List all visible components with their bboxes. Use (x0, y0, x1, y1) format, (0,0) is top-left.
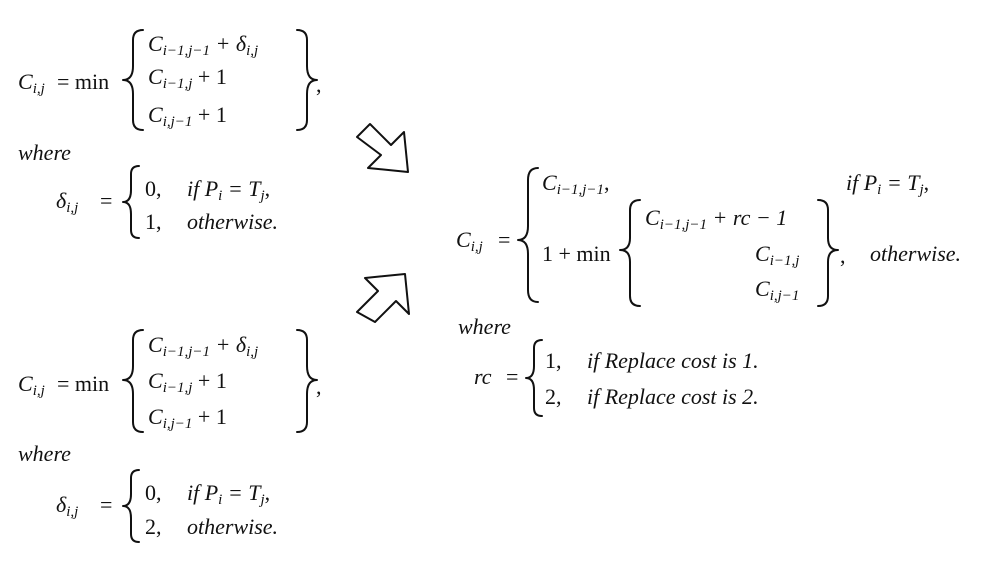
tl-trailing-comma: , (316, 72, 322, 97)
hollow-arrow-down-right-icon (356, 123, 409, 173)
bl-case-2: Ci−1,j + 1 (148, 368, 227, 397)
bl-delta-eq: = (100, 492, 113, 517)
right-case-2-cond: otherwise. (870, 241, 962, 266)
tl-delta-val-1: 0, (145, 176, 162, 201)
tl-delta-cond-2: otherwise. (187, 209, 279, 234)
right-min-left-brace (619, 199, 641, 307)
tl-delta-lhs: δi,j (56, 188, 79, 217)
right-case-1-cond: if Pi = Tj, (846, 170, 930, 199)
bl-trailing-comma: , (316, 374, 322, 399)
bl-min-left-brace (122, 329, 144, 433)
bl-delta-cond-1: if Pi = Tj, (187, 480, 271, 509)
tl-case-3: Ci,j−1 + 1 (148, 102, 227, 131)
tl-delta-val-2: 1, (145, 209, 162, 234)
bl-delta-brace (122, 469, 140, 543)
right-min-right-brace (817, 199, 839, 307)
rc-eq: = (506, 364, 519, 389)
bl-equals-min: = min (57, 371, 110, 396)
rc-brace (525, 339, 543, 417)
bl-delta-val-1: 0, (145, 480, 162, 505)
right-where: where (458, 314, 511, 339)
bl-case-3: Ci,j−1 + 1 (148, 404, 227, 433)
tl-case-2: Ci−1,j + 1 (148, 64, 227, 93)
right-inner-3: Ci,j−1 (755, 276, 800, 305)
tl-delta-cond-1: if Pi = Tj, (187, 176, 271, 205)
right-eq: = (498, 227, 511, 252)
bl-lhs: Ci,j (18, 371, 45, 400)
tl-where: where (18, 140, 71, 165)
right-inner-1: Ci−1,j−1 + rc − 1 (645, 205, 788, 234)
tl-case-1: Ci−1,j−1 + δi,j (148, 31, 259, 60)
right-case-2-comma: , (840, 243, 846, 268)
tl-min-left-brace (122, 29, 144, 131)
bl-where: where (18, 441, 71, 466)
tl-lhs: Ci,j (18, 69, 45, 98)
bl-delta-lhs: δi,j (56, 492, 79, 521)
rc-cond-1: if Replace cost is 1. (587, 348, 759, 373)
right-case-1: Ci−1,j−1, (542, 170, 610, 199)
right-case-2-prefix: 1 + min (542, 241, 611, 266)
right-lhs: Ci,j (456, 227, 483, 256)
rc-val-1: 1, (545, 348, 562, 373)
rc-lhs: rc (474, 364, 492, 389)
rc-cond-2: if Replace cost is 2. (587, 384, 759, 409)
bl-case-1: Ci−1,j−1 + δi,j (148, 332, 259, 361)
right-inner-2: Ci−1,j (755, 241, 800, 270)
tl-equals-min: = min (57, 69, 110, 94)
bl-min-right-brace (296, 329, 318, 433)
tl-delta-brace (122, 165, 140, 239)
bl-delta-cond-2: otherwise. (187, 514, 279, 539)
rc-val-2: 2, (545, 384, 562, 409)
bl-delta-val-2: 2, (145, 514, 162, 539)
right-cases-brace (517, 167, 539, 303)
hollow-arrow-up-right-icon (356, 273, 410, 323)
tl-delta-eq: = (100, 188, 113, 213)
tl-min-right-brace (296, 29, 318, 131)
